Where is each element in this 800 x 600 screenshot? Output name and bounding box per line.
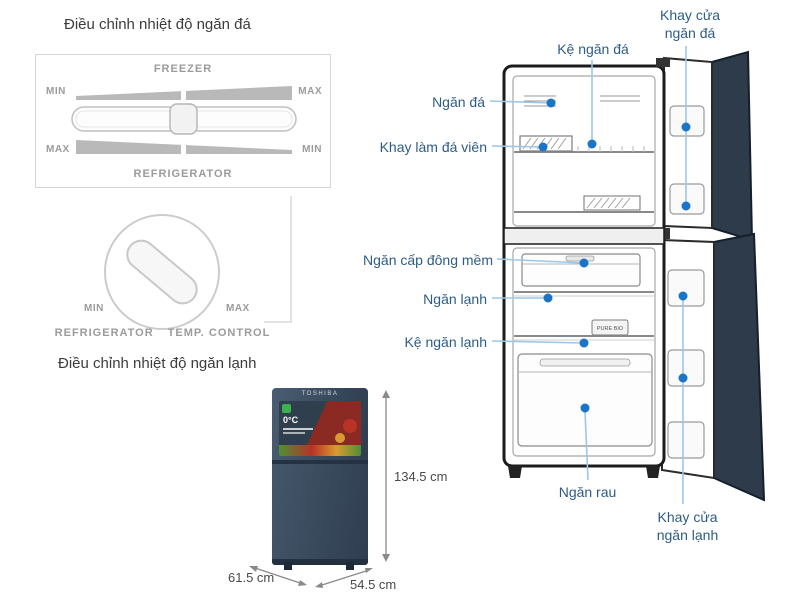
freezer-temp-slider-panel: FREEZER MIN MAX MAX MIN REFRIGERATOR	[35, 54, 331, 188]
door-divider	[272, 460, 368, 464]
slider-knob[interactable]	[169, 103, 198, 135]
refrigerator-min-label: MIN	[302, 144, 322, 155]
connector-line	[584, 410, 589, 481]
part-dots	[538, 98, 691, 413]
ice-cube-tray	[519, 135, 573, 152]
freezer-vents	[524, 95, 640, 107]
panel-edge-vertical	[290, 196, 292, 321]
part-dot	[678, 291, 688, 301]
freezer-lower-tray	[514, 195, 654, 213]
depth-dimension: 61.5 cm	[228, 570, 275, 585]
part-dot	[678, 373, 688, 383]
food-image	[343, 419, 357, 433]
freezer-max-label: MAX	[298, 86, 322, 97]
part-dot	[579, 258, 589, 268]
freezer-scale-title: FREEZER	[153, 63, 213, 75]
scale-gap	[181, 138, 186, 156]
screen-text-bar	[283, 432, 305, 434]
fridge-door-tray	[667, 421, 705, 459]
part-dot	[546, 98, 556, 108]
screen-text-bar	[283, 428, 313, 430]
freezer-door-liner	[663, 56, 713, 230]
part-dot	[580, 403, 590, 413]
green-badge-icon	[282, 404, 291, 413]
dial-caption-temp-control: TEMP. CONTROL	[167, 327, 271, 339]
freezer-liner	[512, 75, 656, 227]
scale-gap	[181, 84, 186, 102]
dial-min-label: MIN	[84, 303, 104, 314]
promo-screen: 0°C	[279, 401, 361, 456]
connector-line	[491, 340, 585, 344]
width-dimension: 54.5 cm	[350, 577, 397, 592]
dial-knob[interactable]	[120, 233, 204, 311]
part-label-ngan-rau: Ngăn rau	[558, 484, 617, 500]
fridge-cabinet	[502, 64, 666, 468]
dial-caption: REFRIGERATOR TEMP. CONTROL	[30, 327, 295, 339]
freezer-door-tray	[669, 183, 705, 215]
freezer-control-title: Điều chỉnh nhiệt độ ngăn đá	[64, 16, 251, 33]
connector-line	[489, 100, 552, 104]
freezer-door-shell	[711, 50, 754, 242]
fridge-door-liner	[661, 238, 715, 480]
hinge-middle	[656, 228, 670, 239]
part-label-ngan-cap-dong-mem: Ngăn cấp đông mềm	[363, 252, 493, 268]
connector-line	[491, 145, 544, 148]
vegetable-drawer	[517, 353, 653, 447]
freezer-door-tray	[669, 105, 705, 137]
screen-temp-text: 0°C	[283, 415, 299, 425]
part-label-ngan-da: Ngăn đá	[432, 94, 485, 110]
slider-graphics	[71, 84, 297, 156]
panel-edge-horizontal	[264, 321, 292, 323]
part-dot	[681, 122, 691, 132]
fridge-door-tray	[667, 349, 705, 387]
part-label-ke-ngan-da: Kệ ngăn đá	[557, 41, 629, 57]
part-label-khay-cua-ngan-lanh: Khay cửa ngăn lạnh	[656, 509, 719, 543]
part-dot	[681, 201, 691, 211]
mini-foot	[284, 562, 292, 570]
fridge-control-title: Điều chỉnh nhiệt độ ngăn lạnh	[58, 355, 257, 372]
connector-line	[496, 258, 585, 264]
part-label-ke-ngan-lanh: Kệ ngăn lạnh	[404, 334, 487, 350]
fridge-shelf	[514, 291, 654, 341]
hinge-top	[656, 58, 670, 67]
kick-plate	[272, 559, 368, 565]
dial-max-label: MAX	[226, 303, 250, 314]
freezer-shelf	[514, 146, 654, 153]
part-dot	[543, 293, 553, 303]
fridge-liner	[512, 247, 656, 457]
part-dot	[579, 338, 589, 348]
mini-fridge-body: TOSHIBA 0°C	[272, 388, 368, 565]
refrigerator-scale-title: REFRIGERATOR	[133, 168, 233, 180]
height-dimension: 134.5 cm	[394, 469, 448, 484]
mini-foot	[346, 562, 354, 570]
fridge-foot	[508, 466, 522, 478]
refrigerator-max-label: MAX	[46, 144, 70, 155]
lower-door	[272, 464, 368, 560]
temp-control-dial[interactable]	[104, 214, 220, 330]
fridge-door-shell	[713, 232, 766, 502]
pure-bio-label: PURE BIO	[597, 326, 624, 332]
food-image	[335, 433, 345, 443]
compartment-divider	[503, 227, 665, 245]
connector-lines	[489, 46, 687, 504]
part-label-khay-cua-ngan-da: Khay cửa ngăn đá	[660, 7, 720, 41]
pure-bio-box: PURE BIO	[591, 319, 629, 336]
fridge-door-tray	[667, 269, 705, 307]
part-label-khay-lam-da-vien: Khay làm đá viên	[379, 139, 487, 155]
fridge-foot	[646, 466, 660, 478]
product-photo: TOSHIBA 0°C	[272, 388, 368, 570]
produce-strip	[279, 445, 361, 456]
fridge-diagram: PURE BIO	[502, 50, 766, 502]
freezer-min-label: MIN	[46, 86, 66, 97]
part-dot	[538, 142, 548, 152]
brand-text: TOSHIBA	[301, 391, 339, 397]
part-dot	[587, 139, 597, 149]
dial-caption-refrigerator: REFRIGERATOR	[54, 327, 154, 339]
soft-freeze-drawer	[521, 253, 641, 287]
part-label-ngan-lanh: Ngăn lạnh	[423, 291, 487, 307]
